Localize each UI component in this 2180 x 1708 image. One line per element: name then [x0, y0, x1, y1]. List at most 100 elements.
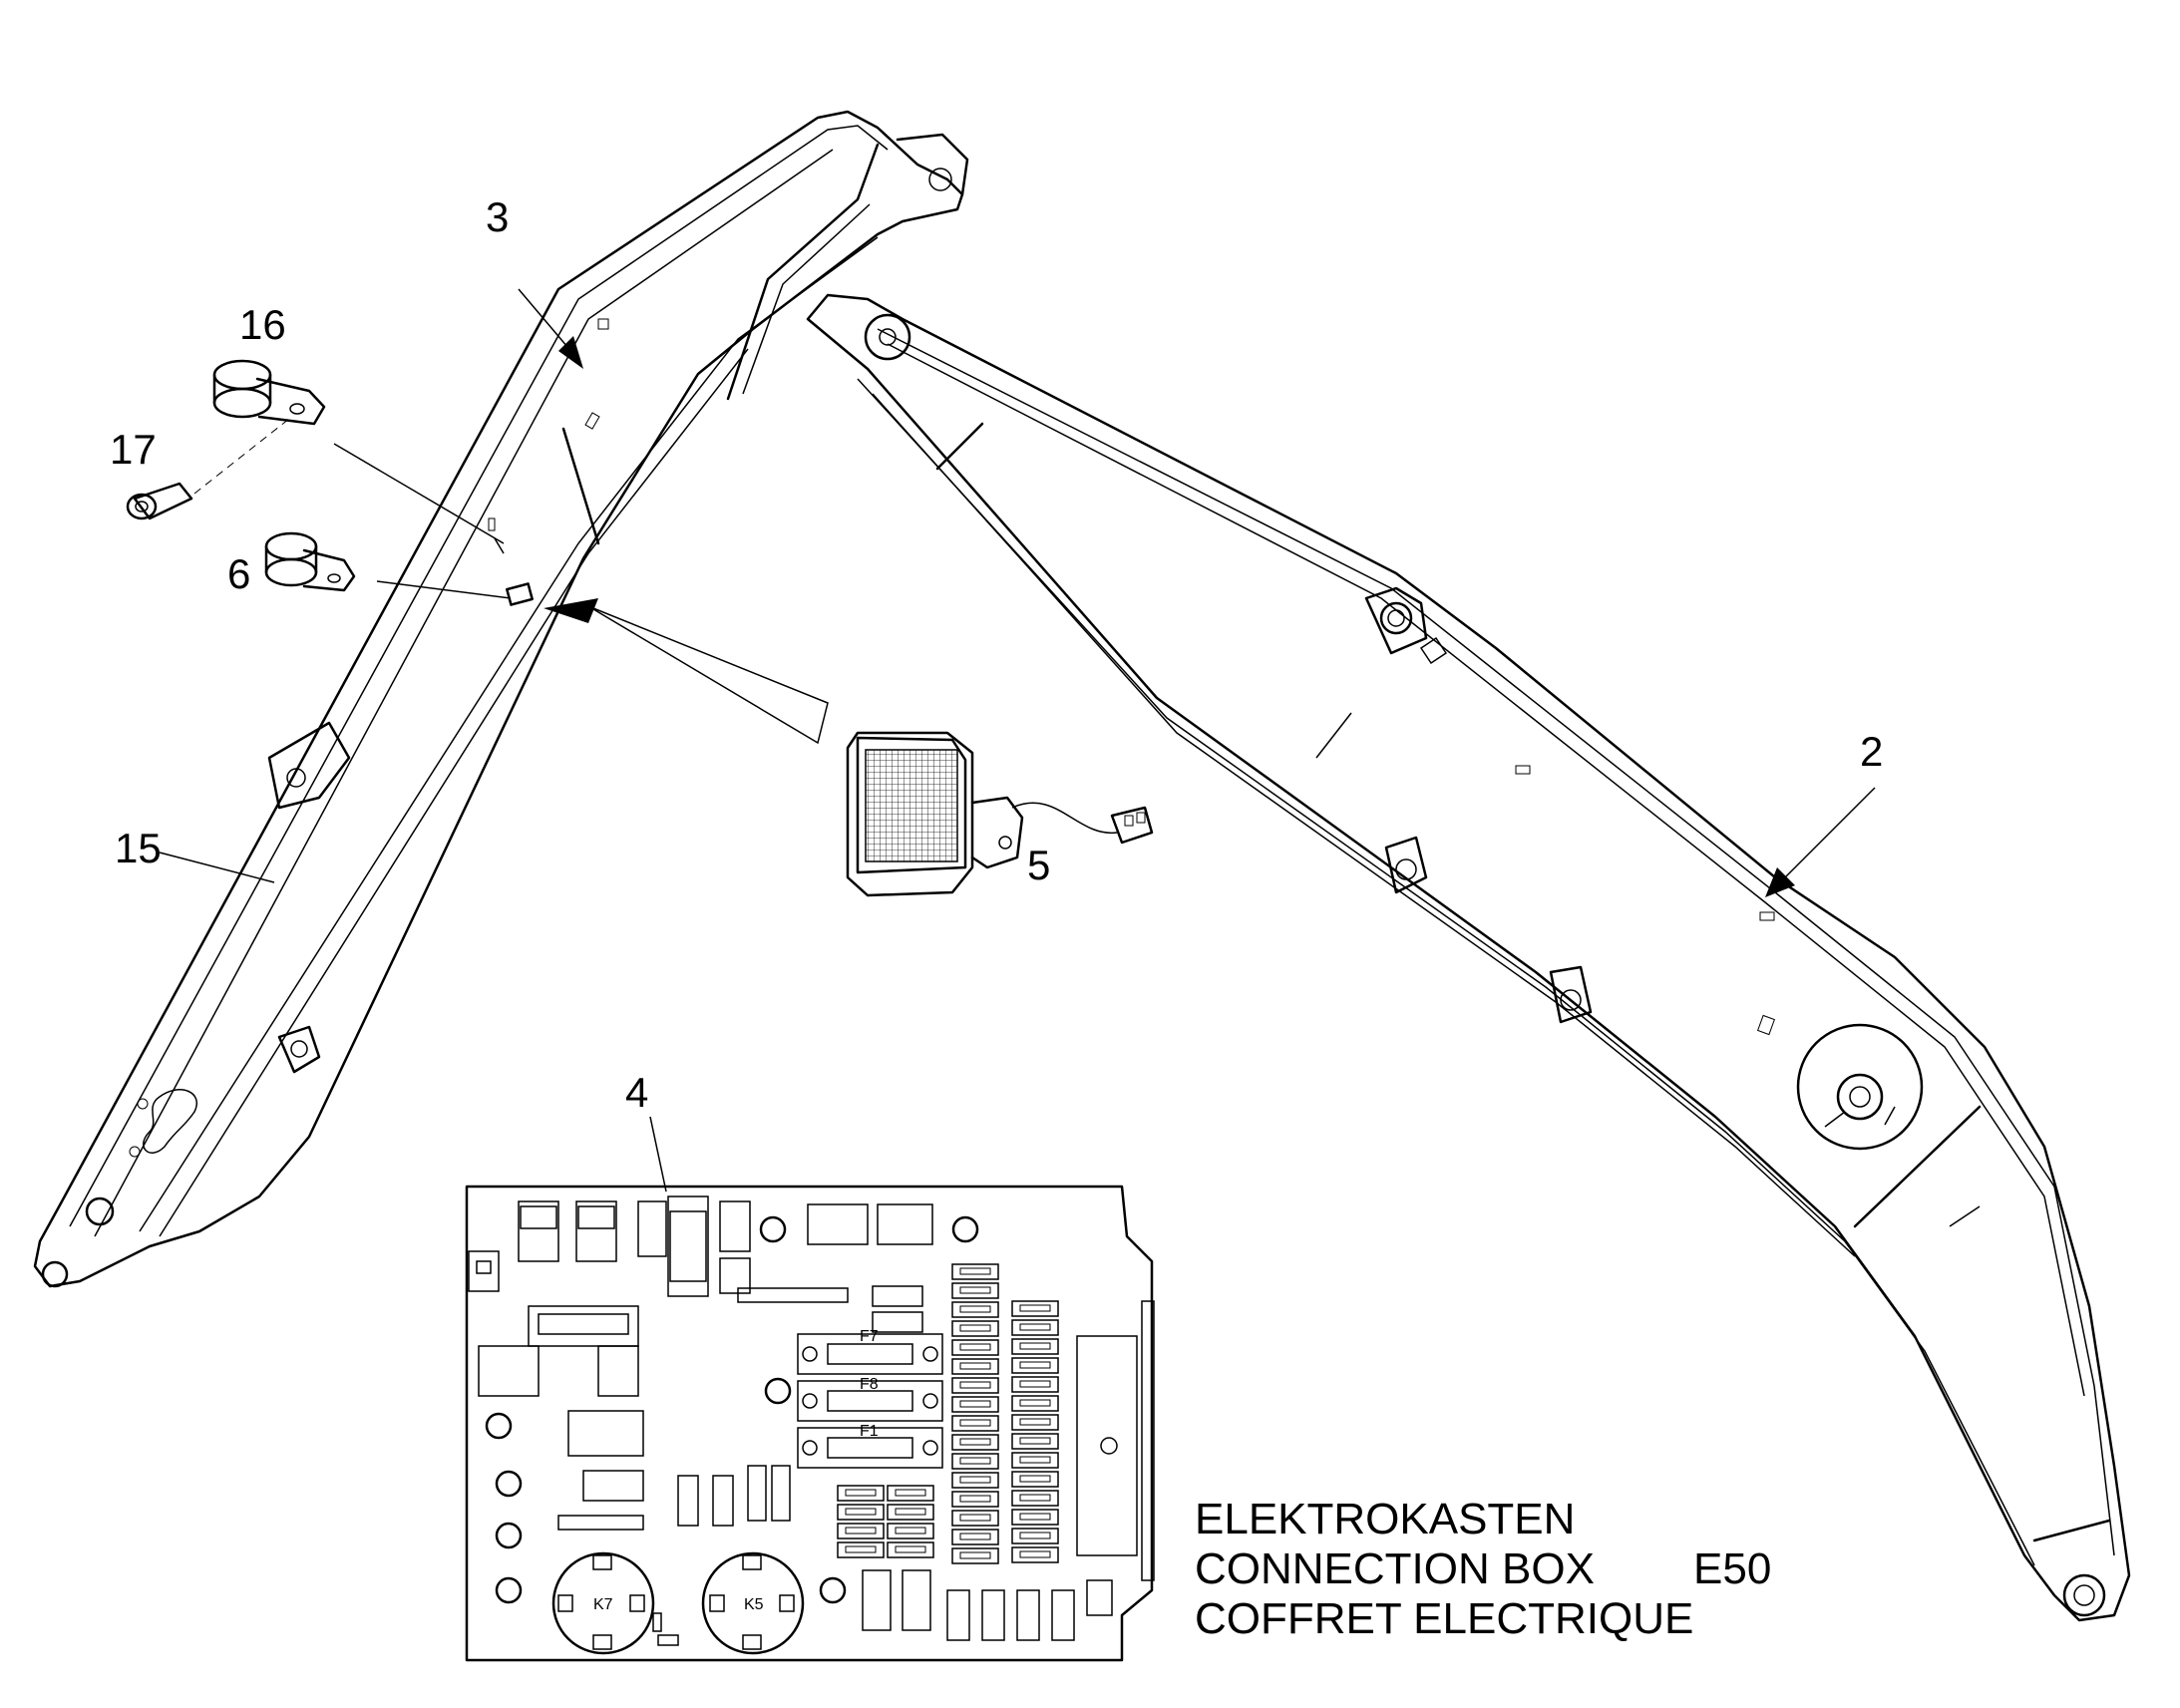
blade-fuse-core: [895, 1489, 926, 1497]
blade-fuse-core: [895, 1545, 926, 1553]
blade-fuse: [951, 1377, 999, 1394]
blade-fuse: [1011, 1546, 1059, 1563]
blade-fuse-core: [959, 1324, 991, 1332]
blade-fuse: [951, 1415, 999, 1432]
blade-fuse-core: [959, 1286, 991, 1294]
relay-K5: K5: [701, 1551, 805, 1655]
blade-fuse: [1011, 1395, 1059, 1412]
blade-fuse: [1011, 1300, 1059, 1317]
work-light: [544, 598, 1154, 897]
clamp-16: [212, 359, 326, 426]
blade-fuse-core: [845, 1508, 877, 1516]
blade-fuse-core: [959, 1457, 991, 1465]
blade-fuse: [887, 1523, 934, 1539]
blade-fuse-core: [845, 1527, 877, 1535]
blade-fuse-core: [845, 1489, 877, 1497]
blade-fuse: [887, 1485, 934, 1502]
blade-fuse: [1011, 1490, 1059, 1507]
callout-5: 5: [1027, 842, 1050, 888]
blade-fuse: [951, 1396, 999, 1413]
blade-fuse: [1011, 1376, 1059, 1393]
blade-fuse-core: [959, 1533, 991, 1540]
blade-fuse-core: [959, 1551, 991, 1559]
blade-fuse-core: [1019, 1418, 1051, 1426]
callout-17: 17: [110, 426, 157, 473]
blade-fuse-core: [1019, 1361, 1051, 1369]
connection-box-board: F7 F8 F1 K7: [465, 1185, 1155, 1662]
blade-fuse-core: [1019, 1475, 1051, 1483]
blade-fuse: [951, 1472, 999, 1489]
callout-15: 15: [115, 825, 162, 871]
blade-fuse-core: [959, 1267, 991, 1275]
blade-fuse: [1011, 1338, 1059, 1355]
blade-fuse: [887, 1504, 934, 1521]
callout-2: 2: [1860, 728, 1883, 775]
callout-6: 6: [227, 550, 250, 597]
caption-line-3: COFFRET ELECTRIQUE: [1195, 1594, 1693, 1643]
large-fuse-F8: F8: [797, 1376, 943, 1422]
blade-fuse-core: [959, 1419, 991, 1427]
blade-fuse: [1011, 1357, 1059, 1374]
blade-fuse: [1011, 1319, 1059, 1336]
relay-K7: K7: [551, 1551, 655, 1655]
blade-fuse: [1011, 1509, 1059, 1526]
blade-fuse: [951, 1339, 999, 1356]
blade-fuse: [951, 1491, 999, 1508]
bolt-17: [126, 418, 290, 520]
blade-fuse: [951, 1301, 999, 1318]
blade-fuse: [951, 1263, 999, 1280]
blade-fuse: [837, 1504, 885, 1521]
blade-fuse-core: [959, 1362, 991, 1370]
blade-fuse-core: [959, 1400, 991, 1408]
blade-fuse-core: [959, 1343, 991, 1351]
blade-fuse-core: [1019, 1304, 1051, 1312]
blade-fuse-core: [845, 1545, 877, 1553]
blade-fuse-core: [895, 1508, 926, 1516]
blade-fuse-core: [959, 1305, 991, 1313]
blade-fuse-core: [959, 1495, 991, 1503]
stick-arm: [33, 110, 969, 1288]
fuse-label-f7: F7: [860, 1328, 879, 1345]
blade-fuse-core: [1019, 1323, 1051, 1331]
blade-fuse: [951, 1547, 999, 1564]
caption-line-2: CONNECTION BOX: [1195, 1544, 1595, 1593]
caption-line-1: ELEKTROKASTEN: [1195, 1495, 1575, 1543]
blade-fuse-core: [959, 1514, 991, 1522]
boom-arm: [806, 293, 2131, 1622]
blade-fuse: [951, 1358, 999, 1375]
blade-fuse-core: [959, 1476, 991, 1484]
clamp-6: [264, 531, 356, 592]
blade-fuse: [1011, 1414, 1059, 1431]
blade-fuse-core: [1019, 1399, 1051, 1407]
blade-fuse: [837, 1485, 885, 1502]
blade-fuse-core: [1019, 1494, 1051, 1502]
blade-fuse: [1011, 1528, 1059, 1544]
blade-fuse-core: [895, 1527, 926, 1535]
blade-fuse: [1011, 1433, 1059, 1450]
blade-fuse: [1011, 1471, 1059, 1488]
callout-16: 16: [239, 301, 286, 348]
callout-4: 4: [625, 1069, 648, 1116]
blade-fuse: [887, 1541, 934, 1558]
blade-fuse: [951, 1434, 999, 1451]
relay-label-k7: K7: [593, 1596, 613, 1613]
blade-fuse-array: [837, 1263, 1059, 1564]
blade-fuse-core: [1019, 1342, 1051, 1350]
blade-fuse-core: [1019, 1513, 1051, 1521]
large-fuse-F7: F7: [797, 1328, 943, 1375]
blade-fuse-core: [1019, 1380, 1051, 1388]
blade-fuse-core: [1019, 1456, 1051, 1464]
fuse-label-f8: F8: [860, 1376, 879, 1393]
fuse-label-f1: F1: [860, 1423, 879, 1440]
blade-fuse: [837, 1523, 885, 1539]
blade-fuse: [1011, 1452, 1059, 1469]
blade-fuse-core: [1019, 1437, 1051, 1445]
blade-fuse: [951, 1282, 999, 1299]
blade-fuse: [951, 1453, 999, 1470]
blade-fuse-core: [1019, 1550, 1051, 1558]
callout-3: 3: [486, 193, 509, 240]
caption-code: E50: [1693, 1544, 1771, 1593]
blade-fuse-core: [959, 1381, 991, 1389]
blade-fuse: [951, 1320, 999, 1337]
